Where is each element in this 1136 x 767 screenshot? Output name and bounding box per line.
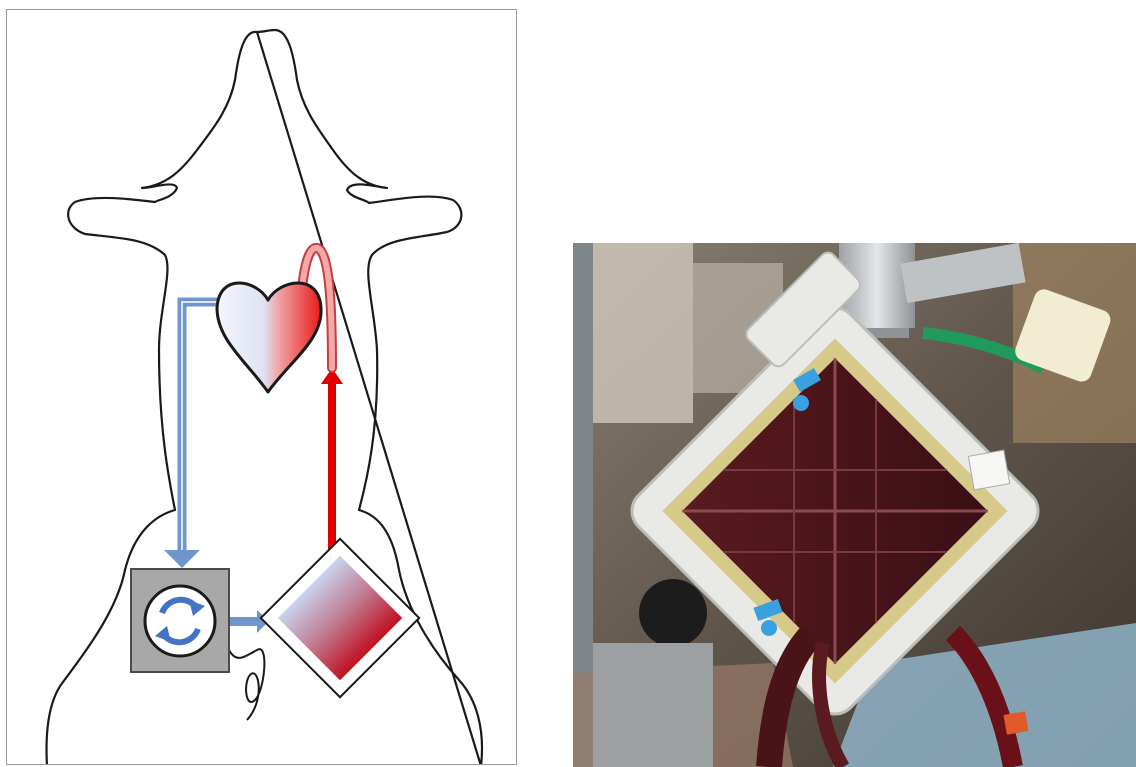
pump-icon [131,569,229,672]
arterial-line [328,382,336,557]
venous-line [182,302,221,555]
pump-outlet-line [229,617,259,626]
black-knob [639,579,707,647]
schematic-panel [6,9,517,765]
oxygenator-photo [573,243,1136,767]
photo-illustration [573,243,1136,767]
oxygenator-icon [261,539,419,697]
heart-icon [217,283,321,392]
background-equipment [593,243,693,423]
cable-line [229,649,264,720]
schematic-svg [7,10,517,765]
venous-arrowhead [164,550,200,568]
clamp-block [593,643,713,767]
